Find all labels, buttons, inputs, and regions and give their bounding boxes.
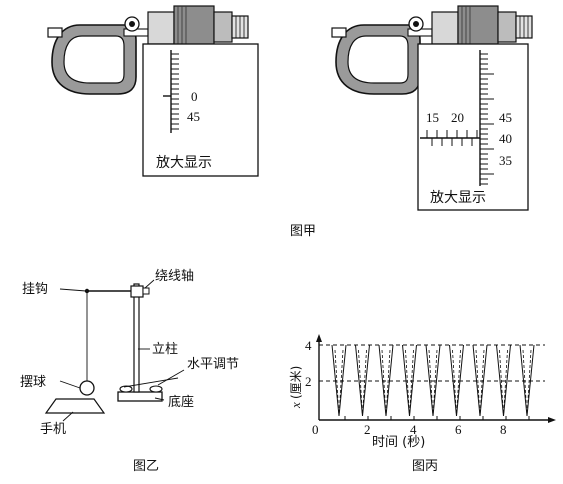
pendulum-ball xyxy=(79,380,95,396)
waveform-trace xyxy=(338,344,347,417)
waveform-trace xyxy=(456,349,461,417)
waveform-trace xyxy=(496,344,504,417)
caption-fig-jia: 图甲 xyxy=(290,224,316,239)
waveform-trace xyxy=(479,349,485,417)
waveform-trace xyxy=(432,344,441,417)
x-tick-2: 2 xyxy=(364,422,371,437)
y-axis-symbol: x xyxy=(288,402,303,409)
waveform-trace xyxy=(385,349,391,417)
apparatus-post xyxy=(133,283,140,393)
waveform-trace xyxy=(522,349,528,417)
label-level: 水平调节 xyxy=(187,357,239,372)
thimble-label-45: 45 xyxy=(499,110,512,125)
waveform-trace xyxy=(425,344,434,417)
magnified-label-left: 放大显示 xyxy=(156,155,212,171)
waveform-trace xyxy=(355,344,363,417)
waveform-trace xyxy=(334,349,340,417)
waveform-trace xyxy=(362,349,367,417)
pendulum-apparatus: 挂钩 绕线轴 立柱 水平调节 摆球 底座 手机 xyxy=(20,269,239,437)
sleeve-label-20: 20 xyxy=(451,110,464,125)
label-post: 立柱 xyxy=(152,342,178,357)
waveform-trace xyxy=(331,344,340,417)
waveform-trace xyxy=(405,349,410,417)
x-axis-label: 时间 (秒) xyxy=(372,435,425,450)
waveform-trace xyxy=(428,349,434,417)
x-tick-8: 8 xyxy=(500,422,507,437)
label-phone: 手机 xyxy=(40,422,66,437)
waveform-trace xyxy=(358,349,363,417)
waveform-trace xyxy=(409,349,414,417)
thimble-label-40: 40 xyxy=(499,131,512,146)
waveform-trace xyxy=(409,344,417,417)
waveform-trace xyxy=(432,349,438,417)
xt-graph: 4 2 0 2 4 6 8 x (厘米) 时间 (秒) xyxy=(288,334,556,450)
waveform-trace xyxy=(503,349,508,417)
waveform-trace xyxy=(402,344,410,417)
left-scale-label-45: 45 xyxy=(187,109,200,124)
x-tick-4: 4 xyxy=(410,422,417,437)
magnified-view-left: 0 45 放大显示 xyxy=(142,43,259,177)
axle-block xyxy=(130,285,144,298)
phone xyxy=(44,398,106,414)
label-ball: 摆球 xyxy=(20,375,46,390)
magnified-label-right: 放大显示 xyxy=(430,190,486,206)
waveform-trace xyxy=(338,349,344,417)
waveform-trace xyxy=(503,344,511,417)
y-axis-unit: (厘米) xyxy=(289,366,303,399)
sleeve-label-15: 15 xyxy=(426,110,439,125)
waveform-trace xyxy=(449,344,457,417)
waveform-trace xyxy=(526,349,532,417)
micrometer-right: 15 20 45 40 35 放大显示 xyxy=(331,5,533,211)
thimble-label-35: 35 xyxy=(499,153,512,168)
waveform-trace xyxy=(475,349,481,417)
label-base: 底座 xyxy=(168,394,194,410)
label-axle: 绕线轴 xyxy=(155,269,194,284)
y-tick-2: 2 xyxy=(305,374,312,389)
caption-fig-yi: 图乙 xyxy=(133,459,159,474)
left-scale-label-0: 0 xyxy=(191,89,198,104)
x-tick-0: 0 xyxy=(312,422,319,437)
waveform-trace xyxy=(452,349,457,417)
waveform-trace xyxy=(499,349,504,417)
waveform-trace xyxy=(456,344,464,417)
waveform-trace xyxy=(381,349,387,417)
micrometer-left: 0 45 放大显示 xyxy=(47,5,259,177)
magnified-view-right: 15 20 45 40 35 放大显示 xyxy=(417,43,529,211)
y-tick-4: 4 xyxy=(305,338,312,353)
apparatus-base xyxy=(117,391,163,402)
y-axis-label: x (厘米) xyxy=(288,366,303,409)
waveform-trace xyxy=(472,344,481,417)
x-tick-6: 6 xyxy=(455,422,462,437)
label-hook: 挂钩 xyxy=(22,282,48,297)
waveform-trace xyxy=(362,344,370,417)
waveform-trace xyxy=(526,344,535,417)
waveform-trace xyxy=(385,344,394,417)
waveform-trace xyxy=(519,344,528,417)
waveform-trace xyxy=(479,344,488,417)
caption-fig-bing: 图丙 xyxy=(412,459,438,474)
waveform-trace xyxy=(378,344,387,417)
